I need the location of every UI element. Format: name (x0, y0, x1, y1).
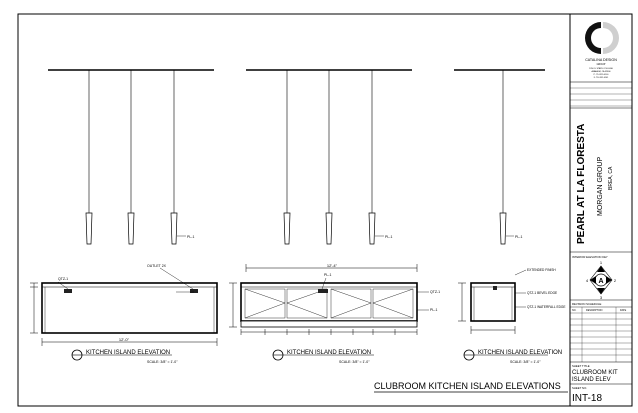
pendant-callout: PL-1 (515, 235, 522, 239)
elevation-key-label: INTERIOR ELEVATION KEY (572, 255, 608, 259)
client-name: MORGAN GROUP (597, 157, 604, 216)
pendant-light (283, 70, 291, 245)
view-tag (272, 349, 374, 361)
pendant-callout: PL-1 (187, 235, 194, 239)
width-dimension: 12'-4" (327, 263, 338, 268)
key-letter: A (598, 278, 603, 285)
elevation-view-2: PL-1 12'-4" PL-1 (229, 69, 440, 364)
sheet-main-title: CLUBROOM KITCHEN ISLAND ELEVATIONS (374, 381, 561, 391)
key-number: 1 (600, 260, 603, 265)
elevation-key-symbol (589, 265, 613, 295)
outlet (190, 289, 198, 293)
title-block: CATALINA DESIGN GROUP 1350 S. STATE COLL… (569, 13, 633, 407)
view-tag (71, 349, 172, 361)
outlet-callout: PL-1 (324, 273, 331, 277)
firm-name: CATALINA DESIGN (585, 58, 617, 62)
view-tag (463, 349, 548, 361)
firm-line: 1350 S. STATE COLLEGE (589, 67, 613, 70)
revision-label: REVISION SCHEDULE (572, 302, 602, 306)
view-title: KITCHEN ISLAND ELEVATION (86, 350, 170, 356)
material-callout: PL-1 (430, 308, 437, 312)
elevation-view-3: PL-1 EXTENDED FINISH QTZ-1 BEVEL EDGE QT… (454, 69, 566, 364)
cabinet-doors (244, 288, 414, 319)
material-callout: QTZ-1 (430, 290, 440, 294)
pendant-light (368, 70, 376, 245)
view-title: KITCHEN ISLAND ELEVATION (478, 350, 562, 356)
outlet (318, 289, 328, 293)
firm-line: ANAHEIM, CA 92806 (591, 70, 611, 73)
sheet-title: ISLAND ELEV (572, 377, 611, 383)
sheet-title-label: SHEET TITLE (572, 364, 590, 368)
sheet-title: CLUBROOM KIT (572, 370, 618, 376)
key-number: 4 (586, 278, 589, 283)
note-callout: EXTENDED FINISH (527, 268, 556, 272)
note-callout: QTZ-1 WATERFALL EDGE (527, 305, 566, 309)
pendant-light (127, 70, 135, 245)
elevation-view-1: PL-1 OUTLET 2X QTZ-1 12'-0" KITCHEN ISLA… (30, 69, 218, 364)
view-title: KITCHEN ISLAND ELEVATION (287, 350, 371, 356)
pendant-light (325, 70, 333, 245)
view-scale: SCALE: 3/8" = 1'-0" (147, 360, 178, 364)
note-callout: QTZ-1 BEVEL EDGE (527, 291, 557, 295)
width-dimension: 12'-0" (119, 337, 130, 342)
edge-callout: QTZ-1 (58, 277, 68, 281)
key-number: 2 (614, 278, 617, 283)
outlet-callout: OUTLET 2X (147, 264, 167, 268)
project-name: PEARL AT LA FLORESTA (576, 124, 587, 244)
pendant-light (170, 70, 178, 245)
revision-col: DATE (620, 309, 627, 312)
pendant-light (85, 70, 93, 245)
view-scale: SCALE: 3/8" = 1'-0" (339, 360, 370, 364)
sheet-no-label: SHEET NO. (572, 386, 587, 390)
island-body (240, 282, 418, 322)
pendant-light (499, 70, 507, 245)
sheet-border (17, 13, 633, 407)
firm-line: F: 714.555.0101 (594, 77, 609, 79)
sheet-number: INT-18 (572, 393, 602, 404)
revision-col: NO. (572, 309, 577, 312)
view-scale: SCALE: 3/8" = 1'-0" (510, 360, 541, 364)
outlet (64, 289, 72, 293)
firm-sub: GROUP (597, 63, 606, 66)
revision-col: DESCRIPTION (586, 309, 603, 312)
pendant-callout: PL-1 (385, 235, 392, 239)
key-number: 3 (600, 295, 603, 300)
client-location: BREA, CA (608, 166, 614, 190)
outlet (493, 286, 497, 290)
firm-line: P: 714.555.0100 (594, 74, 610, 76)
firm-logo (585, 22, 619, 54)
